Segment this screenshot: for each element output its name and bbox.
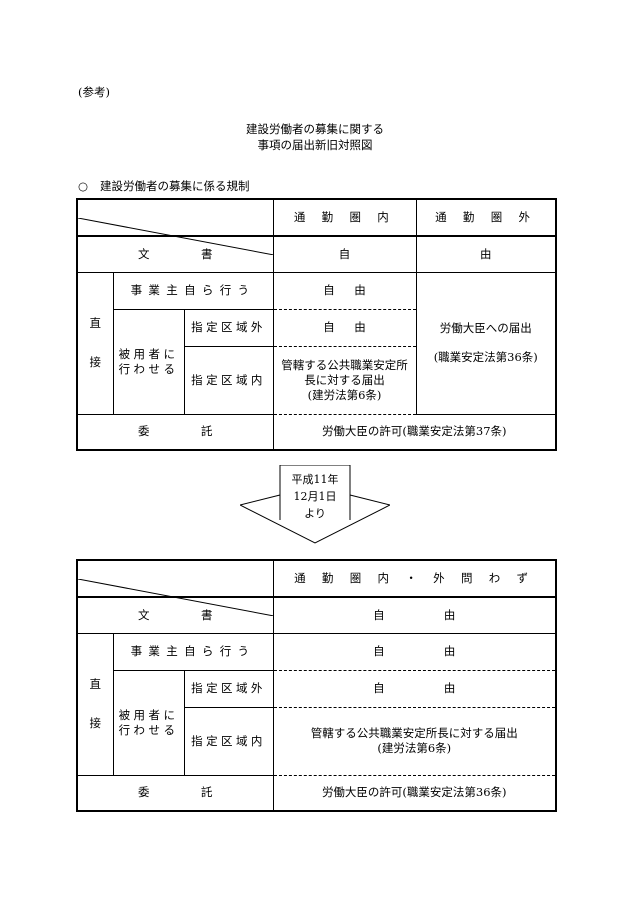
document-title: 建設労働者の募集に関する 事項の届出新旧対照図 xyxy=(0,121,630,153)
employee-label: 被用者に 行わせる xyxy=(112,669,185,776)
old-regulation-table: 通 勤 圏 内 通 勤 圏 外 文書 自 由 直接 事業主自ら行う 自由 労働大… xyxy=(76,198,557,451)
document-outside-value: 由 xyxy=(415,235,557,273)
diagonal-header-cell xyxy=(76,559,274,616)
employee-label: 被用者に 行わせる xyxy=(112,308,185,415)
circle-bullet-icon: ○ xyxy=(78,179,89,193)
document-value: 自由 xyxy=(272,596,557,634)
outside-area-label: 指定区域外 xyxy=(183,308,274,347)
employer-self-label: 事業主自ら行う xyxy=(112,271,274,310)
section-label: 建設労働者の募集に係る規制 xyxy=(100,179,250,193)
down-arrow-icon xyxy=(238,464,392,544)
row-commission-label: 委託 xyxy=(76,413,274,451)
header-commuting-outside: 通 勤 圏 外 xyxy=(415,198,557,237)
row-document-label: 文書 xyxy=(76,596,274,634)
inside-area-inside-value: 管轄する公共職業安定所 長に対する届出 (建労法第6条) xyxy=(272,345,417,415)
section-heading: ○ 建設労働者の募集に係る規制 xyxy=(78,178,250,194)
employer-self-value: 自由 xyxy=(272,632,557,671)
outside-area-label: 指定区域外 xyxy=(183,669,274,708)
effective-date: 平成11年 12月1日 より xyxy=(291,473,339,520)
header-commuting-inside: 通 勤 圏 内 xyxy=(272,198,417,237)
transition-arrow: 平成11年 12月1日 より xyxy=(238,464,392,545)
commission-value: 労働大臣の許可(職業安定法第36条) xyxy=(272,774,557,812)
header-commuting-any: 通 勤 圏 内 ・ 外 問 わ ず xyxy=(272,559,557,598)
outside-area-value: 自由 xyxy=(272,669,557,708)
inside-area-label: 指定区域内 xyxy=(183,345,274,415)
diagonal-line xyxy=(78,578,274,616)
diagonal-header-cell xyxy=(76,198,274,255)
title-line-1: 建設労働者の募集に関する xyxy=(246,122,384,136)
reference-label: (参考) xyxy=(78,85,110,99)
inside-area-value: 管轄する公共職業安定所長に対する届出 (建労法第6条) xyxy=(272,706,557,776)
inside-area-label: 指定区域内 xyxy=(183,706,274,776)
outside-merged-value: 労働大臣への届出 (職業安定法第36条) xyxy=(415,271,557,415)
employer-self-inside-value: 自由 xyxy=(272,271,417,310)
row-commission-label: 委託 xyxy=(76,774,274,812)
document-inside-value: 自 xyxy=(272,235,417,273)
direct-label: 直接 xyxy=(76,271,114,415)
title-line-2: 事項の届出新旧対照図 xyxy=(257,138,373,152)
new-regulation-table: 通 勤 圏 内 ・ 外 問 わ ず 文書 自由 直接 事業主自ら行う 自由 被用… xyxy=(76,559,557,812)
diagonal-line xyxy=(78,217,274,255)
commission-value: 労働大臣の許可(職業安定法第37条) xyxy=(272,413,557,451)
direct-label: 直接 xyxy=(76,632,114,776)
outside-area-inside-value: 自由 xyxy=(272,308,417,347)
employer-self-label: 事業主自ら行う xyxy=(112,632,274,671)
